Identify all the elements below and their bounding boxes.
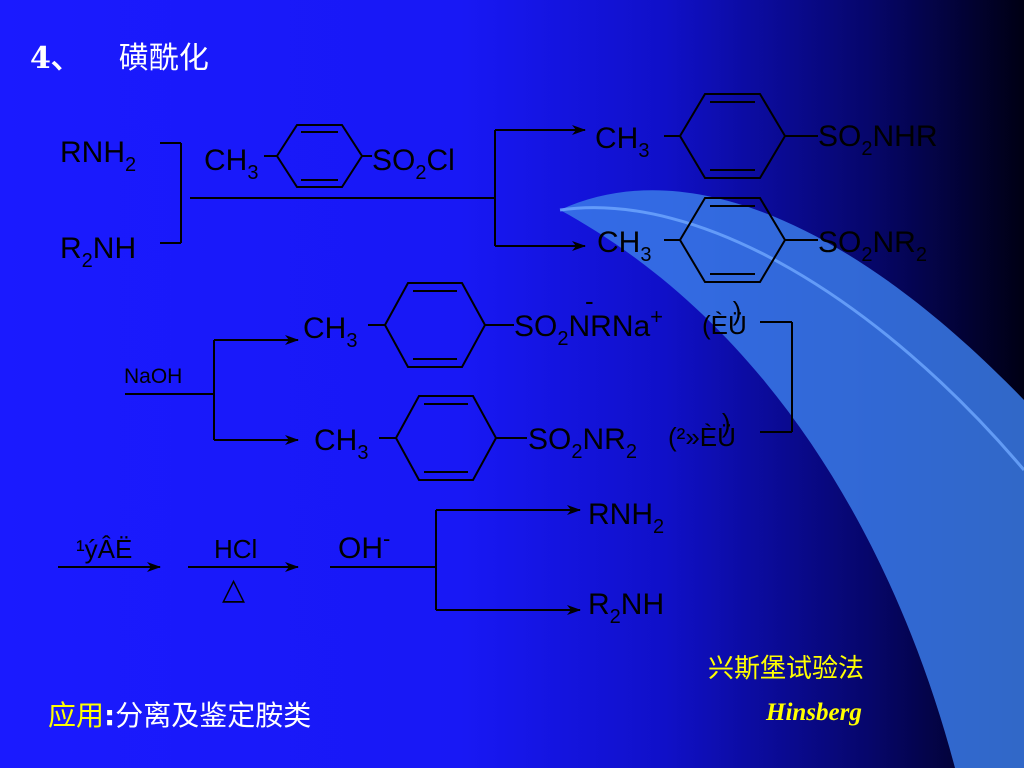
salt-2-solubility-note: (²»ÈÜ) bbox=[668, 408, 736, 452]
decorative-wave-edge bbox=[559, 206, 1024, 471]
benzene-ring-product-2 bbox=[664, 197, 818, 283]
heat-symbol: △ bbox=[222, 573, 246, 606]
product-1-sulfonamide: SO2NHR bbox=[818, 120, 938, 160]
naoh-label: NaOH bbox=[124, 365, 183, 388]
application-label: 应用 bbox=[48, 699, 105, 732]
hcl-label: HCl bbox=[214, 534, 258, 564]
reactant-secondary-amine: R2NH bbox=[60, 232, 137, 272]
decorative-wave-shape bbox=[560, 190, 1024, 768]
application-line: 应用:分离及鉴定胺类 bbox=[48, 699, 312, 732]
product-2-ch3: CH3 bbox=[597, 226, 652, 266]
filter-step-label: ¹ýÂË bbox=[76, 534, 133, 564]
reagent-so2cl: SO2Cl bbox=[372, 144, 455, 184]
benzene-ring-salt-1 bbox=[368, 282, 514, 368]
salt-1-formula: SO2NRNa+ bbox=[514, 304, 664, 350]
salt-1-solubility-note: (ÈÜ) bbox=[702, 296, 747, 340]
regenerated-secondary-amine: R2NH bbox=[588, 588, 665, 628]
application-text: 分离及鉴定胺类 bbox=[115, 699, 312, 732]
benzene-ring-product-1 bbox=[664, 93, 818, 179]
slide-title: 4、 磺酰化 bbox=[30, 44, 209, 74]
regenerated-primary-amine: RNH2 bbox=[588, 498, 665, 538]
salt-2-ch3: CH3 bbox=[314, 424, 369, 464]
test-name-english: Hinsberg bbox=[766, 699, 862, 726]
product-1-ch3: CH3 bbox=[595, 122, 650, 162]
reagent-ch3: CH3 bbox=[204, 144, 259, 184]
reactant-primary-amine: RNH2 bbox=[60, 136, 137, 176]
benzene-ring-reagent bbox=[264, 124, 372, 188]
title-text: 磺酰化 bbox=[118, 41, 209, 76]
title-number: 4、 bbox=[30, 41, 81, 76]
product-2-sulfonamide: SO2NR2 bbox=[818, 226, 927, 266]
salt-1-charge: - bbox=[585, 286, 594, 316]
salt-1-ch3: CH3 bbox=[303, 312, 358, 352]
hydroxide-label: OH- bbox=[338, 526, 391, 565]
salt-2-formula: SO2NR2 bbox=[528, 423, 637, 463]
test-name-chinese: 兴斯堡试验法 bbox=[708, 654, 865, 684]
benzene-ring-salt-2 bbox=[379, 395, 527, 481]
